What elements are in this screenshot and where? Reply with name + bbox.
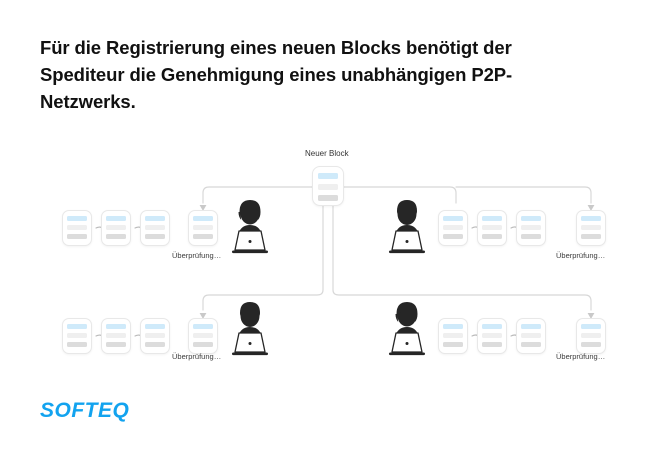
root-node-label: Neuer Block	[305, 149, 349, 158]
card-bar-accent	[106, 216, 126, 221]
pending-block-label: Überprüfung…	[172, 251, 222, 260]
card-bar-accent	[581, 324, 601, 329]
pending-block-icon[interactable]	[188, 318, 218, 354]
card-bar-accent	[521, 324, 541, 329]
chain-block-icon[interactable]	[62, 318, 92, 354]
card-bar-line	[145, 342, 165, 347]
card-bar-line	[193, 333, 213, 338]
card-bar-line	[106, 225, 126, 230]
card-bar-line	[145, 225, 165, 230]
card-bar-line	[67, 225, 87, 230]
wire-bottom-right	[332, 204, 592, 311]
card-bar-accent	[318, 173, 338, 179]
person-at-laptop-icon[interactable]	[224, 300, 276, 358]
card-bar-accent	[193, 216, 213, 221]
card-bar-line	[443, 333, 463, 338]
chain-arrows-top-left	[95, 226, 154, 236]
chain-block-icon[interactable]	[516, 318, 546, 354]
wire-arrowheads	[199, 205, 595, 319]
card-bar-accent	[106, 324, 126, 329]
card-bar-line	[521, 234, 541, 239]
chain-block-icon[interactable]	[140, 210, 170, 246]
person-at-laptop-icon[interactable]	[381, 300, 433, 358]
card-bar-accent	[521, 216, 541, 221]
card-bar-accent	[145, 324, 165, 329]
card-bar-accent	[193, 324, 213, 329]
card-bar-line	[67, 234, 87, 239]
card-bar-line	[67, 333, 87, 338]
card-bar-line	[521, 225, 541, 230]
chain-arrows-top-right	[471, 226, 530, 236]
card-bar-accent	[67, 216, 87, 221]
card-bar-line	[193, 342, 213, 347]
card-bar-line	[482, 333, 502, 338]
card-bar-line	[145, 234, 165, 239]
chain-arrows-bottom-left	[95, 334, 154, 344]
pending-block-icon[interactable]	[576, 210, 606, 246]
card-bar-accent	[581, 216, 601, 221]
card-bar-line	[106, 333, 126, 338]
pending-block-icon[interactable]	[576, 318, 606, 354]
card-bar-line	[581, 225, 601, 230]
card-bar-line	[443, 225, 463, 230]
card-bar-line	[581, 342, 601, 347]
card-bar-line	[482, 342, 502, 347]
card-bar-line	[482, 225, 502, 230]
card-bar-accent	[443, 324, 463, 329]
card-bar-accent	[67, 324, 87, 329]
card-bar-line	[443, 342, 463, 347]
chain-block-icon[interactable]	[62, 210, 92, 246]
card-bar-line	[443, 234, 463, 239]
card-bar-line	[581, 333, 601, 338]
chain-arrows-bottom-right	[471, 334, 530, 344]
card-bar-line	[318, 184, 338, 190]
softeq-logo: SOFTEQ	[40, 399, 130, 422]
card-bar-line	[106, 342, 126, 347]
pending-block-label: Überprüfung…	[556, 251, 606, 260]
chain-block-icon[interactable]	[140, 318, 170, 354]
person-at-laptop-icon[interactable]	[224, 198, 276, 256]
card-bar-line	[193, 225, 213, 230]
chain-block-icon[interactable]	[438, 210, 468, 246]
card-bar-line	[581, 234, 601, 239]
card-bar-line	[318, 195, 338, 201]
chain-block-icon[interactable]	[101, 318, 131, 354]
wire-top-left	[202, 186, 317, 204]
card-bar-line	[145, 333, 165, 338]
wire-top-right-trunk	[342, 186, 457, 204]
pending-block-icon[interactable]	[188, 210, 218, 246]
page-title: Für die Registrierung eines neuen Blocks…	[40, 37, 513, 113]
person-at-laptop-icon[interactable]	[381, 198, 433, 256]
card-bar-accent	[443, 216, 463, 221]
card-bar-line	[521, 333, 541, 338]
card-bar-line	[106, 234, 126, 239]
chain-block-icon[interactable]	[477, 318, 507, 354]
card-bar-accent	[482, 324, 502, 329]
card-bar-line	[193, 234, 213, 239]
chain-block-icon[interactable]	[101, 210, 131, 246]
chain-block-icon[interactable]	[477, 210, 507, 246]
document-block-icon-root[interactable]	[312, 166, 344, 206]
card-bar-accent	[145, 216, 165, 221]
wire-bottom-left	[202, 204, 324, 311]
card-bar-line	[482, 234, 502, 239]
card-bar-accent	[482, 216, 502, 221]
card-bar-line	[67, 342, 87, 347]
pending-block-label: Überprüfung…	[172, 352, 222, 361]
pending-block-label: Überprüfung…	[556, 352, 606, 361]
chain-block-icon[interactable]	[438, 318, 468, 354]
card-bar-line	[521, 342, 541, 347]
wire-top-right	[455, 186, 592, 204]
chain-block-icon[interactable]	[516, 210, 546, 246]
